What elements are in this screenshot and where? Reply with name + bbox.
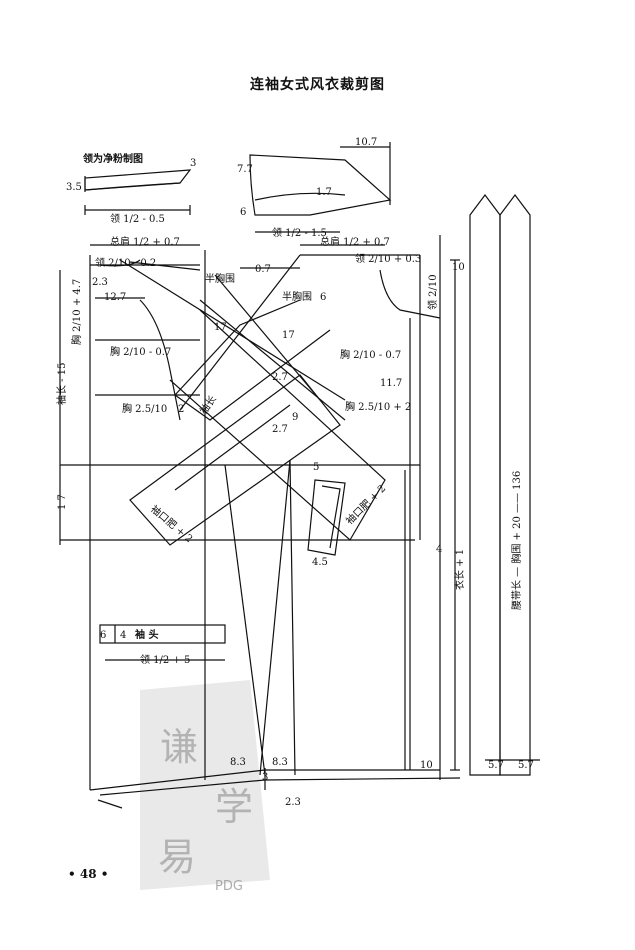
label-half-chest-a: 半胸围 — [205, 272, 235, 285]
label-10-side: 10 — [452, 262, 465, 273]
label-3b: 3 — [262, 772, 268, 783]
label-1-7: 1.7 — [316, 187, 332, 198]
label-12-7: 12.7 — [104, 292, 126, 303]
label-cuff-len: 领 1/2 + 5 — [140, 653, 190, 666]
label-3-5: 3.5 — [66, 182, 82, 193]
page-number: • 48 • — [68, 867, 109, 881]
label-10: 10 — [420, 760, 433, 771]
label-cuff: 袖 头 — [134, 628, 158, 641]
watermark-brand: PDG — [215, 879, 243, 894]
label-7-7: 7.7 — [237, 164, 253, 175]
label-5-7b: 5.7 — [518, 760, 534, 771]
page-title: 连袖女式风衣裁剪图 — [250, 77, 385, 93]
label-cuff-b: 袖口肥 + 2 — [343, 482, 388, 527]
label-8-3b: 8.3 — [272, 757, 288, 768]
label-6b: 6 — [320, 292, 326, 303]
label-8-3a: 8.3 — [230, 757, 246, 768]
label-17-side: 1 7 — [57, 494, 68, 510]
pocket-shape — [307, 479, 346, 556]
label-c3: 3 — [190, 158, 196, 169]
label-back-chest: 胸 2/10 - 0.7 — [110, 345, 171, 358]
label-belt: 腰带长 — 胸围 + 20 —— 136 — [510, 471, 523, 610]
label-front-neck: 领 2/10 + 0.3 — [355, 252, 421, 265]
label-17b: 17 — [282, 330, 295, 341]
collar-draft-shape — [84, 169, 192, 191]
sleeve-back-piece — [129, 374, 341, 546]
label-10-7: 10.7 — [355, 137, 377, 148]
label-11-7: 11.7 — [380, 378, 402, 389]
label-cuff-4: 4 — [120, 630, 126, 641]
belt-strip-2 — [499, 194, 531, 776]
label-9: 9 — [292, 412, 298, 423]
label-collar-net: 领为净粉制图 — [83, 152, 143, 165]
label-2-3b: 2.3 — [285, 797, 301, 808]
label-half-chest-b: 半胸围 — [282, 290, 312, 303]
label-1-5: 领 1/2 - 1.5 — [272, 226, 327, 239]
label-2-7b: 2.7 — [272, 424, 288, 435]
label-coat-length: 衣长 + 1 — [453, 549, 466, 590]
watermark-glyph-1: 谦 — [160, 725, 198, 769]
cuff-rect — [99, 624, 226, 644]
label-5-7a: 5.7 — [488, 760, 504, 771]
label-sleeve-length: 袖长 - 15 — [55, 363, 68, 405]
label-2: 2 — [178, 404, 184, 415]
label-cuff-6: 6 — [100, 630, 106, 641]
label-back-chest-b: 胸 2.5/10 — [122, 402, 167, 415]
label-chest-4-7: 胸 2/10 + 4.7 — [70, 279, 83, 345]
watermark-glyph-3: 易 — [158, 835, 196, 879]
label-front-shoulder: 总肩 1/2 + 0.7 — [320, 235, 390, 248]
label-front-chest-2: 胸 2.5/10 + 2 — [345, 400, 411, 413]
label-back-neck: 领 2/10 - 0.2 — [95, 256, 156, 269]
watermark-glyph-2: 学 — [215, 785, 253, 829]
label-0-7: 0.7 — [255, 264, 271, 275]
label-collar-2-10: 领 2/10 — [426, 274, 439, 310]
label-2-3: 2.3 — [92, 277, 108, 288]
label-17a: 17 — [214, 322, 227, 333]
belt-strip-1 — [469, 194, 501, 776]
label-back-shoulder: 总肩 1/2 + 0.7 — [110, 235, 180, 248]
label-4-5: 4.5 — [312, 557, 328, 568]
label-6: 6 — [240, 207, 246, 218]
label-cuff-a: 袖口肥 + 2 — [148, 502, 196, 545]
label-2-7a: 2.7 — [272, 372, 288, 383]
label-5: 5 — [313, 462, 319, 473]
collar-stand-shape — [249, 154, 392, 216]
label-4: 4 — [436, 544, 442, 555]
label-front-chest-0-7: 胸 2/10 - 0.7 — [340, 348, 401, 361]
label-collar-half: 领 1/2 - 0.5 — [110, 212, 165, 225]
